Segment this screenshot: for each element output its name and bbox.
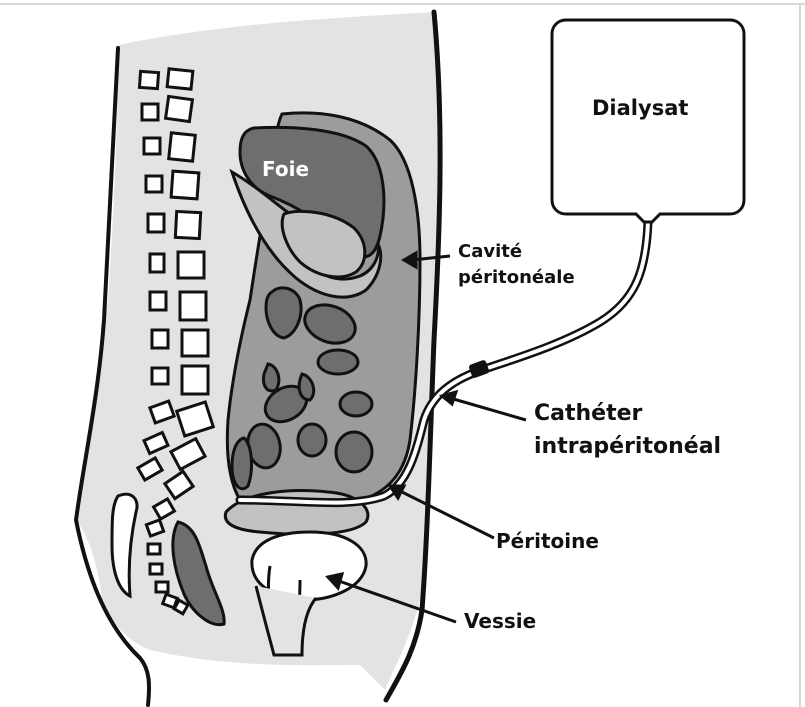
label-cavite-line2: péritonéale [458, 267, 575, 288]
label-peritoine: Péritoine [496, 529, 599, 553]
label-dialysat: Dialysat [592, 96, 688, 120]
label-catheter-line1: Cathéter [534, 401, 643, 426]
label-foie: Foie [262, 157, 309, 181]
dialysate-bag [552, 20, 744, 222]
label-vessie: Vessie [464, 609, 536, 633]
label-catheter-line2: intrapéritonéal [534, 434, 721, 459]
label-cavite-line1: Cavité [458, 241, 522, 262]
